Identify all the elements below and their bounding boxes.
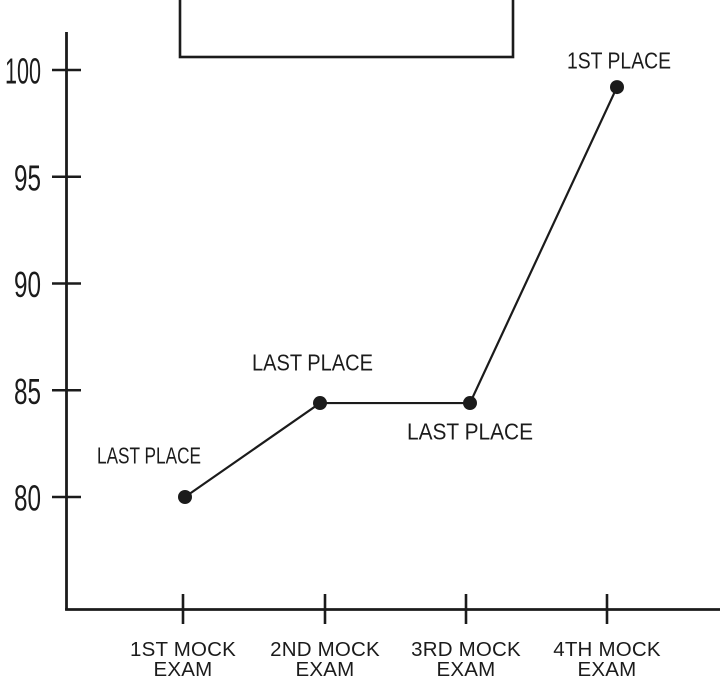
y-tick-label: 100	[5, 51, 41, 92]
data-point	[463, 396, 477, 411]
data-point	[313, 396, 327, 411]
x-tick-label-line1: 1ST MOCK	[130, 638, 236, 661]
data-series-group	[178, 80, 624, 504]
annotations-group: LAST PLACE LAST PLACE LAST PLACE 1ST PLACE	[97, 48, 671, 469]
x-tick-label-line2: EXAM	[437, 658, 496, 681]
y-ticks-group	[52, 68, 81, 499]
title-box-group	[178, 0, 515, 59]
y-tick-labels-group: 100 95 90 85 80	[5, 51, 41, 519]
y-tick-label: 90	[14, 264, 41, 305]
y-tick-label: 85	[14, 371, 41, 412]
x-tick-label-line1: 2ND MOCK	[270, 638, 380, 661]
title-box	[178, 0, 515, 59]
point-annotation: LAST PLACE	[252, 350, 373, 376]
x-tick-label-line1: 4TH MOCK	[553, 638, 661, 661]
y-tick-label: 80	[14, 478, 41, 519]
point-annotation: LAST PLACE	[97, 443, 201, 469]
x-ticks-group	[181, 594, 609, 624]
data-point	[178, 490, 192, 504]
x-tick-label-line2: EXAM	[296, 658, 355, 681]
data-point	[610, 80, 624, 95]
point-annotation: 1ST PLACE	[567, 48, 671, 74]
x-tick-label-line2: EXAM	[578, 658, 637, 681]
point-annotation: LAST PLACE	[407, 419, 533, 445]
y-tick-label: 95	[14, 157, 41, 198]
data-line	[184, 86, 618, 498]
axes-group	[65, 32, 720, 611]
x-tick-label-line1: 3RD MOCK	[411, 638, 521, 661]
x-tick-label-line2: EXAM	[154, 658, 213, 681]
